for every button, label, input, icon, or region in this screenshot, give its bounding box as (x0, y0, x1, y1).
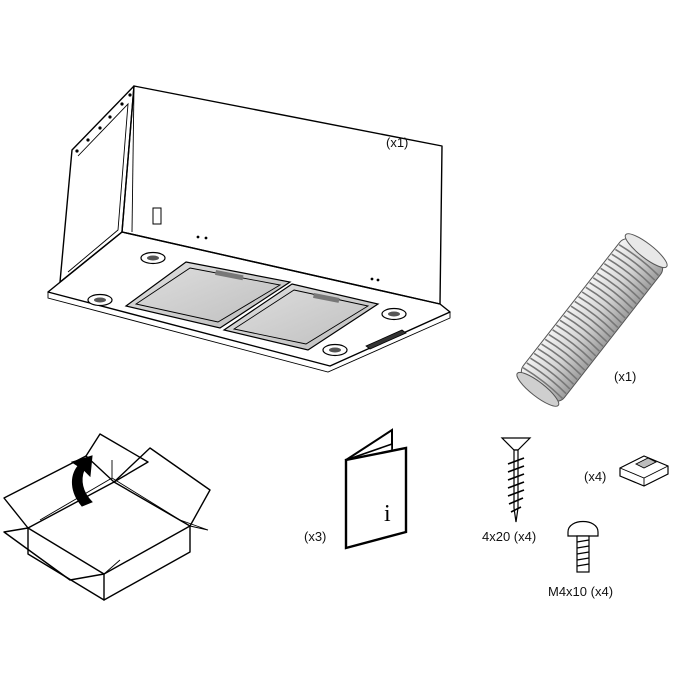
duct-rib (585, 286, 626, 319)
unpack-arrow-icon (70, 455, 93, 507)
duct-rib (526, 362, 567, 395)
duct-rib (574, 300, 615, 333)
manual-info-glyph: i (384, 501, 391, 527)
bracket-quantity-label: (x4) (584, 469, 606, 484)
hood-light-2 (87, 293, 113, 307)
hood-quantity-label: (x1) (386, 135, 408, 150)
flexible-duct-icon (516, 233, 668, 407)
wood-screw-size-label: 4x20 (x4) (482, 529, 536, 544)
duct-rib (533, 352, 575, 385)
machine-screw-size-label: M4x10 (x4) (548, 584, 613, 599)
duct-rib (614, 248, 656, 281)
hood-light-1 (140, 251, 166, 265)
duct-rib (578, 296, 619, 329)
duct-rib (563, 314, 604, 347)
duct-rib (541, 343, 582, 376)
duct-quantity-label: (x1) (614, 369, 636, 384)
duct-rib (544, 338, 586, 371)
hood-light-3 (381, 307, 407, 321)
duct-rib (611, 253, 652, 286)
duct-rib (600, 267, 641, 300)
duct-rib (592, 277, 634, 310)
grease-filter-left (124, 261, 292, 329)
hood-light-4 (322, 343, 348, 357)
machine-screw-icon (567, 520, 599, 573)
duct-rib (555, 324, 597, 357)
open-box-icon (3, 433, 211, 601)
duct-rib (570, 305, 612, 338)
duct-rib (530, 357, 571, 390)
duct-rib (559, 319, 600, 352)
duct-rib (596, 272, 637, 305)
duct-rib (566, 310, 608, 343)
duct-rib (552, 329, 593, 362)
duct-rib (607, 258, 648, 291)
duct-rib (537, 348, 578, 381)
mounting-bracket-icon (619, 455, 669, 487)
duct-rib (603, 262, 645, 295)
duct-rib (548, 333, 589, 366)
manual-booklet-icon: i (344, 428, 408, 550)
manual-quantity-label: (x3) (304, 529, 326, 544)
range-hood-icon (47, 85, 451, 373)
duct-rib (589, 281, 630, 314)
grease-filter-right (222, 283, 380, 351)
duct-rib (618, 244, 660, 277)
wood-screw-icon (500, 437, 532, 523)
duct-rib (581, 291, 623, 324)
duct-rib (522, 366, 564, 399)
